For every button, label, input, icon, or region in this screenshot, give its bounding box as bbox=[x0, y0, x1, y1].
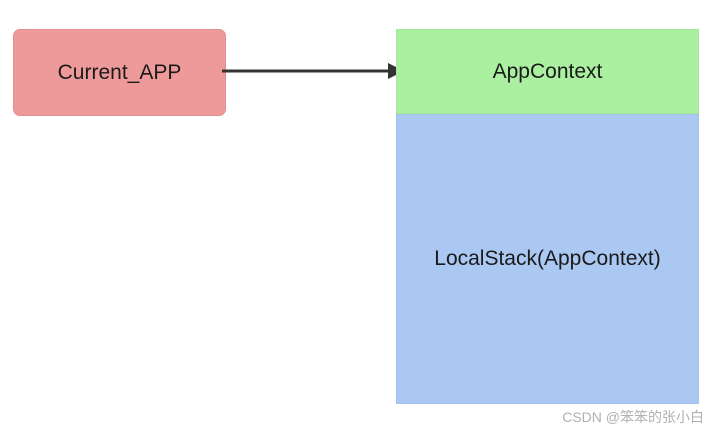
node-localstack[interactable]: LocalStack(AppContext) bbox=[396, 114, 699, 404]
node-localstack-label: LocalStack(AppContext) bbox=[434, 247, 661, 270]
node-appcontext[interactable]: AppContext bbox=[396, 29, 699, 114]
node-current-app-label: Current_APP bbox=[57, 60, 182, 84]
node-current-app[interactable]: Current_APP bbox=[13, 29, 226, 116]
watermark-text: CSDN @笨笨的张小白 bbox=[562, 409, 704, 425]
edge-current-app-to-appcontext bbox=[222, 63, 404, 79]
node-appcontext-label: AppContext bbox=[492, 59, 603, 83]
